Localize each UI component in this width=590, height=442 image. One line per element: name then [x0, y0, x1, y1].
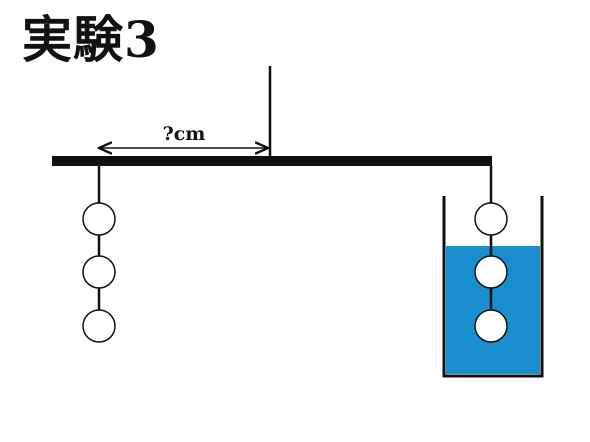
left-ball: [82, 202, 116, 236]
right-weight-chain: [474, 202, 508, 343]
distance-label: ?cm: [163, 123, 206, 145]
left-ball: [82, 309, 116, 343]
beaker: [442, 196, 544, 378]
page-title: 実験3: [22, 10, 160, 69]
right-ball: [474, 202, 508, 236]
left-weight-chain: [82, 202, 116, 343]
right-ball: [474, 255, 508, 289]
left-ball: [82, 255, 116, 289]
right-ball: [474, 309, 508, 343]
lever-bar: [52, 156, 492, 166]
